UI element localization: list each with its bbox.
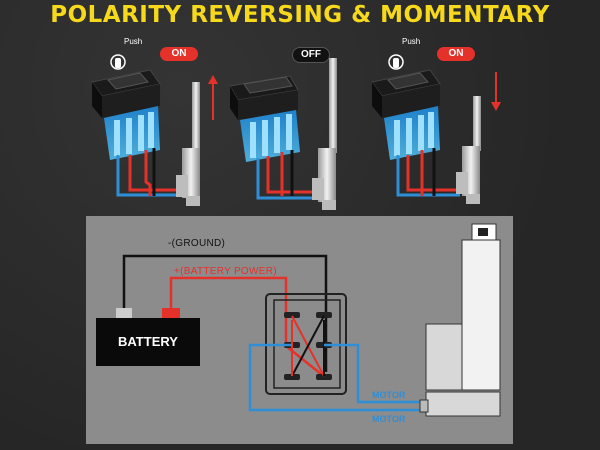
battery-negative-terminal [116, 308, 132, 318]
push-label-3: Push [402, 37, 421, 46]
battery-body [96, 318, 200, 366]
push-label-1: Push [124, 37, 143, 46]
page-title: POLARITY REVERSING & MOMENTARY [50, 2, 550, 28]
battery-label: BATTERY [118, 334, 178, 349]
switch-illustration-3 [371, 69, 481, 204]
motor-label-2: MOTOR [372, 414, 406, 424]
actuator-diagram [419, 223, 501, 417]
switch-illustration-1 [91, 69, 200, 206]
arrow-up-icon [208, 75, 218, 120]
ground-label: -(GROUND) [168, 238, 226, 249]
power-label: +(BATTERY POWER) [174, 266, 277, 277]
battery-positive-terminal [162, 308, 180, 318]
motor-wire-1 [248, 343, 424, 412]
power-wire [169, 276, 327, 379]
hand-push-icon [110, 54, 126, 70]
motor-wire-2 [324, 343, 424, 404]
status-badge-on-3: ON [437, 47, 475, 61]
hand-push-icon [388, 54, 404, 70]
switch-illustration-2 [229, 58, 337, 210]
arrow-down-icon [491, 72, 501, 111]
status-badge-on-1: ON [160, 47, 198, 61]
status-badge-off: OFF [292, 47, 330, 63]
motor-label-1: MOTOR [372, 390, 406, 400]
